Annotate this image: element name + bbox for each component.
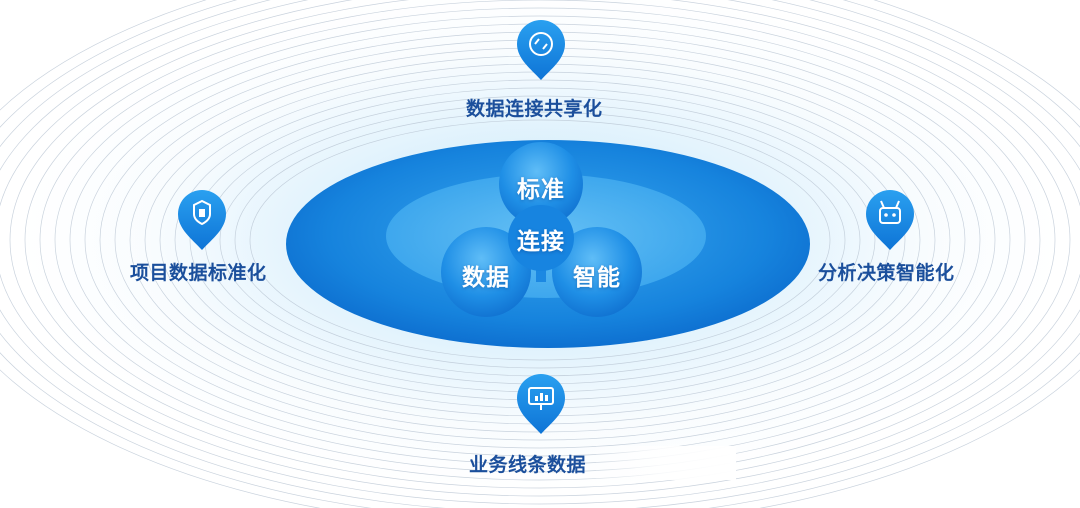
node-label-right: 分析决策智能化 bbox=[818, 262, 955, 284]
pin-right bbox=[866, 190, 914, 250]
node-label-bottom: 业务线条数据 bbox=[469, 454, 587, 476]
circle-data bbox=[441, 227, 531, 317]
circle-label-data: 数据 bbox=[462, 265, 510, 291]
node-label-left: 项目数据标准化 bbox=[130, 262, 267, 284]
circle-label-core: 连接 bbox=[517, 229, 565, 255]
pin-top bbox=[517, 20, 565, 80]
circle-label-standard: 标准 bbox=[517, 177, 565, 203]
circle-core bbox=[508, 205, 574, 271]
circle-label-intelligence: 智能 bbox=[573, 265, 621, 291]
bottom-fade-overlay bbox=[596, 446, 736, 480]
pin-bottom bbox=[517, 374, 565, 434]
node-label-top: 数据连接共享化 bbox=[466, 98, 603, 120]
circle-intelligence bbox=[552, 227, 642, 317]
circle-standard bbox=[499, 142, 583, 226]
pin-left bbox=[178, 190, 226, 250]
